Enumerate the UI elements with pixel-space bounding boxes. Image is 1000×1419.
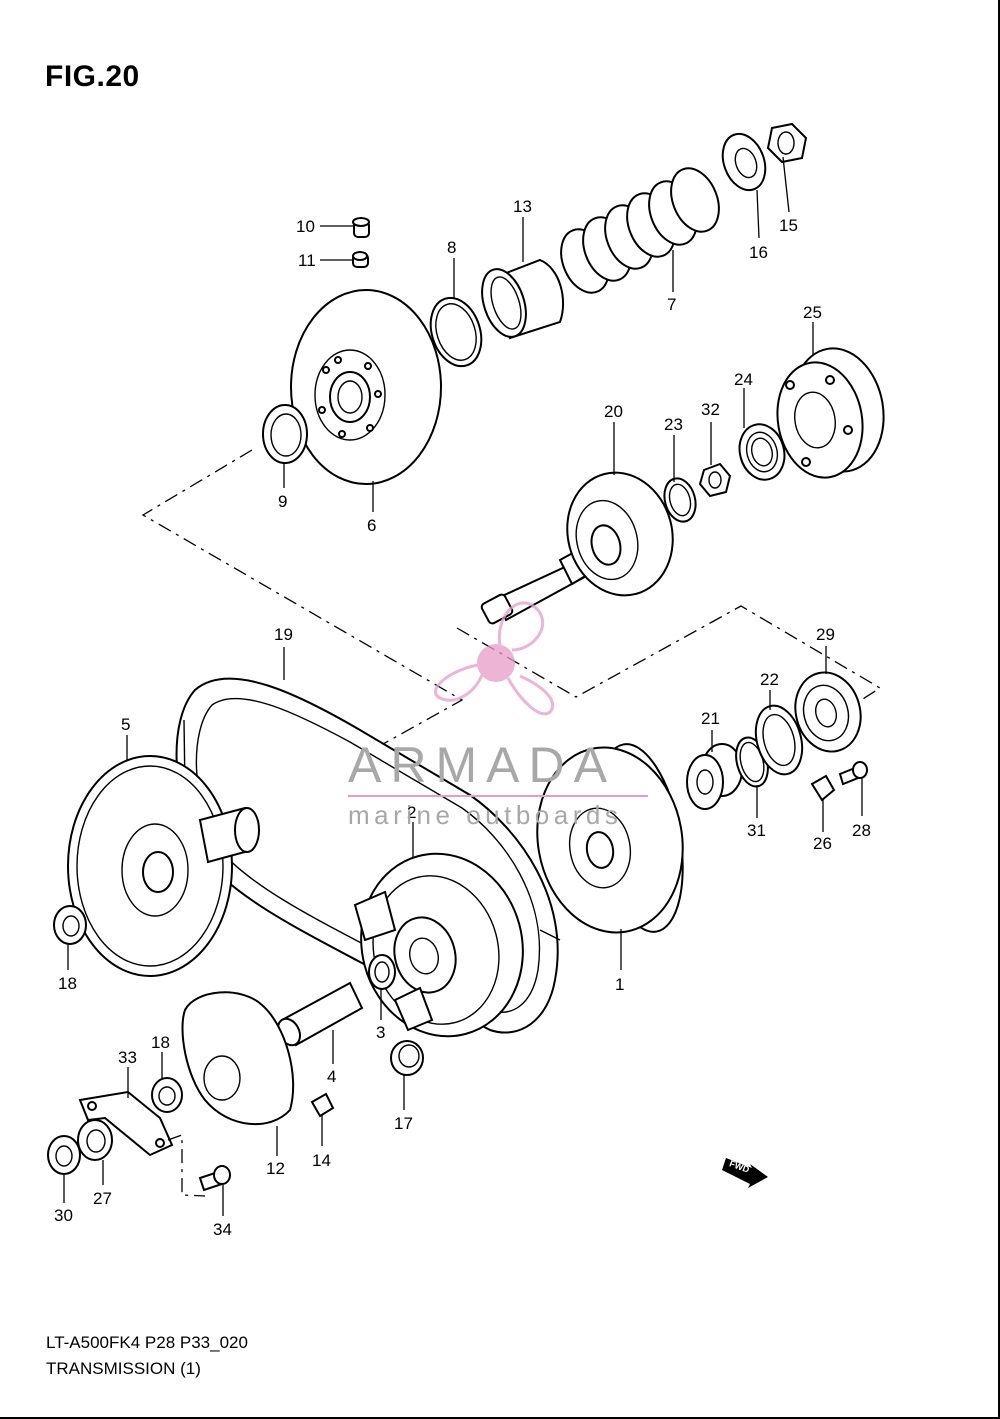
callout-26: 26	[813, 834, 832, 853]
callout-31: 31	[747, 821, 766, 840]
model-code: LT-A500FK4 P28 P33_020	[46, 1333, 248, 1352]
watermark-divider	[348, 795, 648, 797]
callout-27: 27	[93, 1189, 112, 1208]
part-18-bushing-a	[53, 905, 87, 945]
callout-33: 33	[118, 1048, 137, 1067]
callout-18-b: 18	[151, 1033, 170, 1052]
callout-10: 10	[296, 217, 315, 236]
part-7-spring	[560, 167, 720, 294]
callout-2: 2	[407, 803, 416, 822]
callout-24: 24	[734, 370, 753, 389]
propeller-logo-icon	[434, 601, 554, 716]
part-1-driven-pulley	[536, 743, 684, 934]
callout-15: 15	[779, 216, 798, 235]
part-5-fixed-drive-face	[67, 755, 260, 977]
callout-12: 12	[266, 1159, 285, 1178]
callout-22: 22	[760, 670, 779, 689]
callout-32: 32	[701, 400, 720, 419]
callout-7: 7	[667, 295, 676, 314]
part-6-movable-sheave	[290, 289, 442, 485]
part-16-washer	[721, 132, 767, 192]
callout-4: 4	[327, 1067, 336, 1086]
watermark-brand: ARMADA	[348, 737, 616, 793]
watermark-tagline: marine outboards	[348, 800, 623, 830]
callout-14: 14	[312, 1151, 331, 1170]
callout-29: 29	[816, 625, 835, 644]
part-4-spacer	[276, 981, 364, 1047]
part-28-bolt	[838, 761, 868, 786]
part-24-needle-bearing	[738, 423, 786, 481]
part-21-collar	[686, 743, 743, 810]
part-29-ball-bearing	[794, 671, 862, 753]
callout-16: 16	[749, 243, 768, 262]
part-13-guide-sleeve	[481, 258, 565, 340]
callout-5: 5	[121, 715, 130, 734]
fwd-direction-arrow-icon: FWD	[722, 1158, 768, 1188]
callout-leader-lines	[63, 156, 863, 1216]
callout-11: 11	[298, 251, 316, 270]
part-26-plate	[810, 774, 836, 802]
part-3-collar	[368, 954, 396, 990]
figure-title: FIG.20	[45, 60, 140, 93]
callout-34: 34	[213, 1220, 232, 1239]
part-20-clutch-housing-shaft	[480, 471, 674, 625]
part-8-o-ring	[429, 296, 483, 368]
callout-numbers: 1 2 3 4 5 6 7 8 9 10 11 12 13 14 15 16 1…	[54, 197, 871, 1239]
part-30-washer	[47, 1135, 81, 1175]
callout-23: 23	[664, 415, 683, 434]
callout-25: 25	[803, 303, 822, 322]
callout-18-a: 18	[58, 974, 77, 993]
callout-6: 6	[367, 516, 376, 535]
callout-9: 9	[278, 492, 287, 511]
part-25-one-way-clutch	[776, 347, 885, 479]
part-34-bolt	[198, 1165, 231, 1192]
callout-13: 13	[513, 197, 532, 216]
callout-17: 17	[394, 1114, 413, 1133]
part-27-seal	[77, 1119, 113, 1161]
part-17-needle-bearing	[390, 1040, 424, 1076]
callout-28: 28	[852, 821, 871, 840]
part-18-bushing-b	[151, 1077, 183, 1113]
part-9-seal-ring	[262, 404, 308, 464]
callout-19: 19	[274, 625, 293, 644]
part-15-nut	[766, 122, 808, 164]
section-title: TRANSMISSION (1)	[46, 1359, 201, 1378]
part-12-cam-plate	[181, 991, 295, 1126]
part-2-movable-drive-face	[353, 852, 524, 1038]
part-32-nut	[698, 462, 732, 498]
callout-21: 21	[701, 709, 720, 728]
callout-1: 1	[615, 975, 624, 994]
part-10-pin	[352, 217, 370, 238]
callout-30: 30	[54, 1206, 73, 1225]
callout-8: 8	[447, 238, 456, 257]
callout-3: 3	[376, 1023, 385, 1042]
part-14-clip	[310, 1092, 335, 1118]
part-11-pin	[352, 251, 369, 268]
callout-20: 20	[604, 402, 623, 421]
